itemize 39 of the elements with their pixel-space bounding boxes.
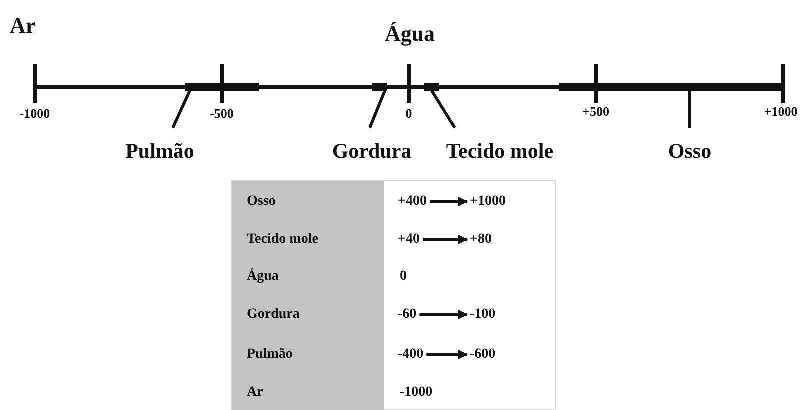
range-band <box>372 83 387 91</box>
row-label: Gordura <box>247 307 300 322</box>
structure-label: Pulmão <box>126 128 194 164</box>
row-label: Água <box>247 269 279 284</box>
range-band <box>558 83 783 91</box>
range-band <box>184 83 260 91</box>
cell-value: -400 <box>398 347 424 362</box>
axis-label: Água <box>384 22 436 46</box>
structure-label: Osso <box>668 128 712 164</box>
leader-line <box>688 91 692 128</box>
tick-label: -500 <box>210 107 234 122</box>
cell-value: +80 <box>470 232 492 248</box>
axis-end-label: Ar <box>10 14 36 38</box>
cell-value: -60 <box>398 307 417 322</box>
row-label: Tecido mole <box>247 232 318 248</box>
cell-value: +40 <box>398 232 420 248</box>
cell-value: -1000 <box>400 385 433 400</box>
cell-value: +400 <box>398 194 427 210</box>
structure-label: Gordura <box>332 128 412 164</box>
cell-value: +1000 <box>470 194 506 210</box>
tick-label: 0 <box>406 107 412 122</box>
range-band <box>424 83 439 91</box>
arrow <box>430 196 468 207</box>
arrow <box>422 234 468 245</box>
leader-line <box>172 90 192 129</box>
tick-label: -1000 <box>20 107 50 122</box>
row-label: Ar <box>247 385 264 400</box>
structure-label: Tecido mole <box>446 128 554 164</box>
leader-line <box>368 90 386 129</box>
leader-line <box>430 90 456 129</box>
arrow <box>420 310 468 320</box>
arrow <box>426 350 468 360</box>
cell-value: 0 <box>400 269 407 284</box>
cell-value: -600 <box>470 347 496 362</box>
tick-label: +1000 <box>764 105 798 120</box>
tick-label: +500 <box>582 105 610 120</box>
row-label: Pulmão <box>247 347 293 362</box>
row-label: Osso <box>247 194 276 210</box>
cell-value: -100 <box>470 307 496 322</box>
